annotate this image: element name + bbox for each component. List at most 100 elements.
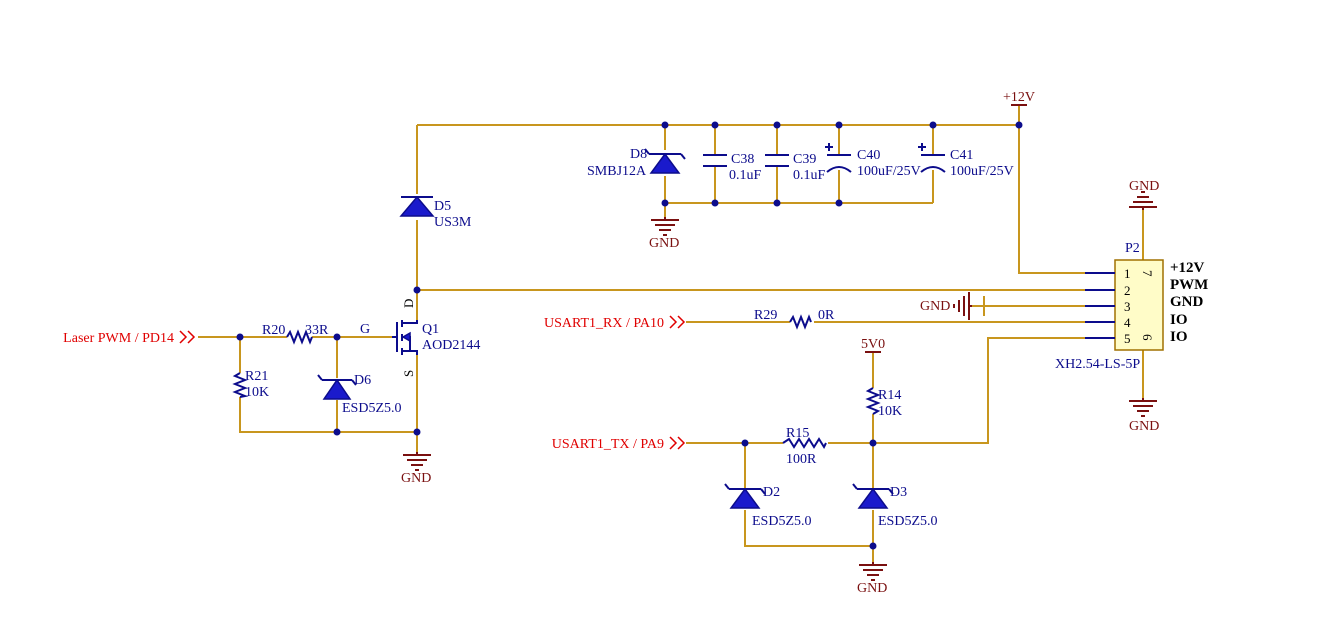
ref-label: D6 — [354, 373, 371, 388]
wires — [198, 105, 1144, 562]
gnd-label: GND — [1129, 179, 1159, 194]
pin-number: 6 — [1140, 334, 1155, 341]
resistor-r20: R20 33R — [262, 323, 329, 345]
capacitor-c41: C41 100uF/25V — [918, 143, 1014, 179]
value-label: SMBJ12A — [587, 164, 647, 179]
junction — [1015, 121, 1023, 129]
junction — [869, 542, 877, 550]
capacitor-c38: C38 0.1uF — [703, 152, 762, 183]
resistor-r21: R21 10K — [232, 369, 269, 400]
junction — [661, 121, 669, 129]
value-label: ESD5Z5.0 — [878, 514, 938, 529]
pin-label: +12V — [1170, 260, 1205, 276]
value-label: 0.1uF — [729, 168, 762, 183]
capacitor-c39: C39 0.1uF — [765, 152, 826, 183]
tvs-diode-d8: D8 SMBJ12A — [587, 147, 686, 179]
gnd-label: GND — [857, 581, 887, 596]
junction — [773, 121, 781, 129]
junction — [711, 199, 719, 207]
pin-number: 5 — [1124, 331, 1131, 346]
power-port-5v0: 5V0 — [861, 337, 885, 353]
value-label: 100R — [786, 452, 817, 467]
ref-label: D2 — [763, 485, 780, 500]
value-label: ESD5Z5.0 — [342, 401, 402, 416]
mosfet-q1: G D S Q1 AOD2144 — [360, 299, 480, 377]
net-label: USART1_RX / PA10 — [544, 316, 664, 331]
net-port-laser-pwm: Laser PWM / PD14 — [63, 330, 196, 346]
junction — [711, 121, 719, 129]
value-label: AOD2144 — [422, 338, 480, 353]
capacitor-c40: C40 100uF/25V — [825, 143, 921, 179]
junction — [413, 286, 421, 294]
pin-label: S — [401, 370, 416, 377]
gnd-label: GND — [401, 471, 431, 486]
value-label: 100uF/25V — [857, 164, 921, 179]
value-label: ESD5Z5.0 — [752, 514, 812, 529]
ref-label: D8 — [630, 147, 647, 162]
gnd-symbol-connector-bottom: GND — [1129, 398, 1159, 434]
ref-label: R29 — [754, 308, 777, 323]
gnd-label: GND — [920, 299, 950, 314]
power-label: 5V0 — [861, 337, 885, 352]
resistor-r15: R15 100R — [782, 426, 827, 467]
value-label: 0.1uF — [793, 168, 826, 183]
junction — [929, 121, 937, 129]
ref-label: R20 — [262, 323, 285, 338]
junction — [773, 199, 781, 207]
value-label: 10K — [245, 385, 269, 400]
pin-label: D — [401, 299, 416, 308]
junction — [835, 199, 843, 207]
net-label: Laser PWM / PD14 — [63, 331, 174, 346]
junctions — [236, 121, 1023, 550]
tvs-diode-d2: D2 ESD5Z5.0 — [724, 483, 812, 529]
net-label: USART1_TX / PA9 — [552, 437, 664, 452]
resistor-r29: R29 0R — [754, 308, 835, 330]
junction — [333, 428, 341, 436]
ref-label: R15 — [786, 426, 809, 441]
ref-label: Q1 — [422, 322, 439, 337]
gnd-symbol-connector-pin3: GND — [920, 292, 972, 320]
junction — [333, 333, 341, 341]
resistor-r14: R14 10K — [865, 387, 902, 419]
net-port-usart-rx: USART1_RX / PA10 — [544, 315, 686, 331]
connector-p2: P2 XH2.54-LS-5P 1 2 3 4 5 7 6 +12V PWM G… — [1055, 241, 1208, 372]
value-label: 100uF/25V — [950, 164, 1014, 179]
pin-label: PWM — [1170, 277, 1208, 293]
pin-label: G — [360, 322, 370, 337]
ref-label: D5 — [434, 199, 451, 214]
ref-label: C40 — [857, 148, 880, 163]
junction — [741, 439, 749, 447]
junction — [835, 121, 843, 129]
tvs-diode-d6: D6 ESD5Z5.0 — [317, 373, 402, 416]
value-label: XH2.54-LS-5P — [1055, 357, 1140, 372]
gnd-symbol-tx: GND — [857, 562, 887, 596]
pin-number: 4 — [1124, 315, 1131, 330]
pin-number: 2 — [1124, 283, 1131, 298]
gnd-label: GND — [1129, 419, 1159, 434]
pin-number: 3 — [1124, 299, 1131, 314]
value-label: 33R — [305, 323, 329, 338]
junction — [413, 428, 421, 436]
value-label: 10K — [878, 404, 902, 419]
pin-label: IO — [1170, 329, 1188, 345]
gnd-symbol-connector-top: GND — [1129, 179, 1159, 210]
power-port-12v: +12V — [1003, 90, 1035, 106]
net-port-usart-tx: USART1_TX / PA9 — [552, 436, 686, 452]
diode-d5: D5 US3M — [399, 195, 472, 230]
pin-number: 1 — [1124, 266, 1131, 281]
value-label: 0R — [818, 308, 835, 323]
ref-label: R21 — [245, 369, 268, 384]
gnd-label: GND — [649, 236, 679, 251]
ref-label: R14 — [878, 388, 901, 403]
pin-label: GND — [1170, 294, 1204, 310]
gnd-symbol-d8: GND — [649, 217, 679, 251]
tvs-diode-d3: D3 ESD5Z5.0 — [852, 483, 938, 529]
ref-label: C39 — [793, 152, 816, 167]
value-label: US3M — [434, 215, 472, 230]
junction — [869, 439, 877, 447]
ref-label: D3 — [890, 485, 907, 500]
pin-number: 7 — [1140, 270, 1155, 277]
pin-label: IO — [1170, 312, 1188, 328]
